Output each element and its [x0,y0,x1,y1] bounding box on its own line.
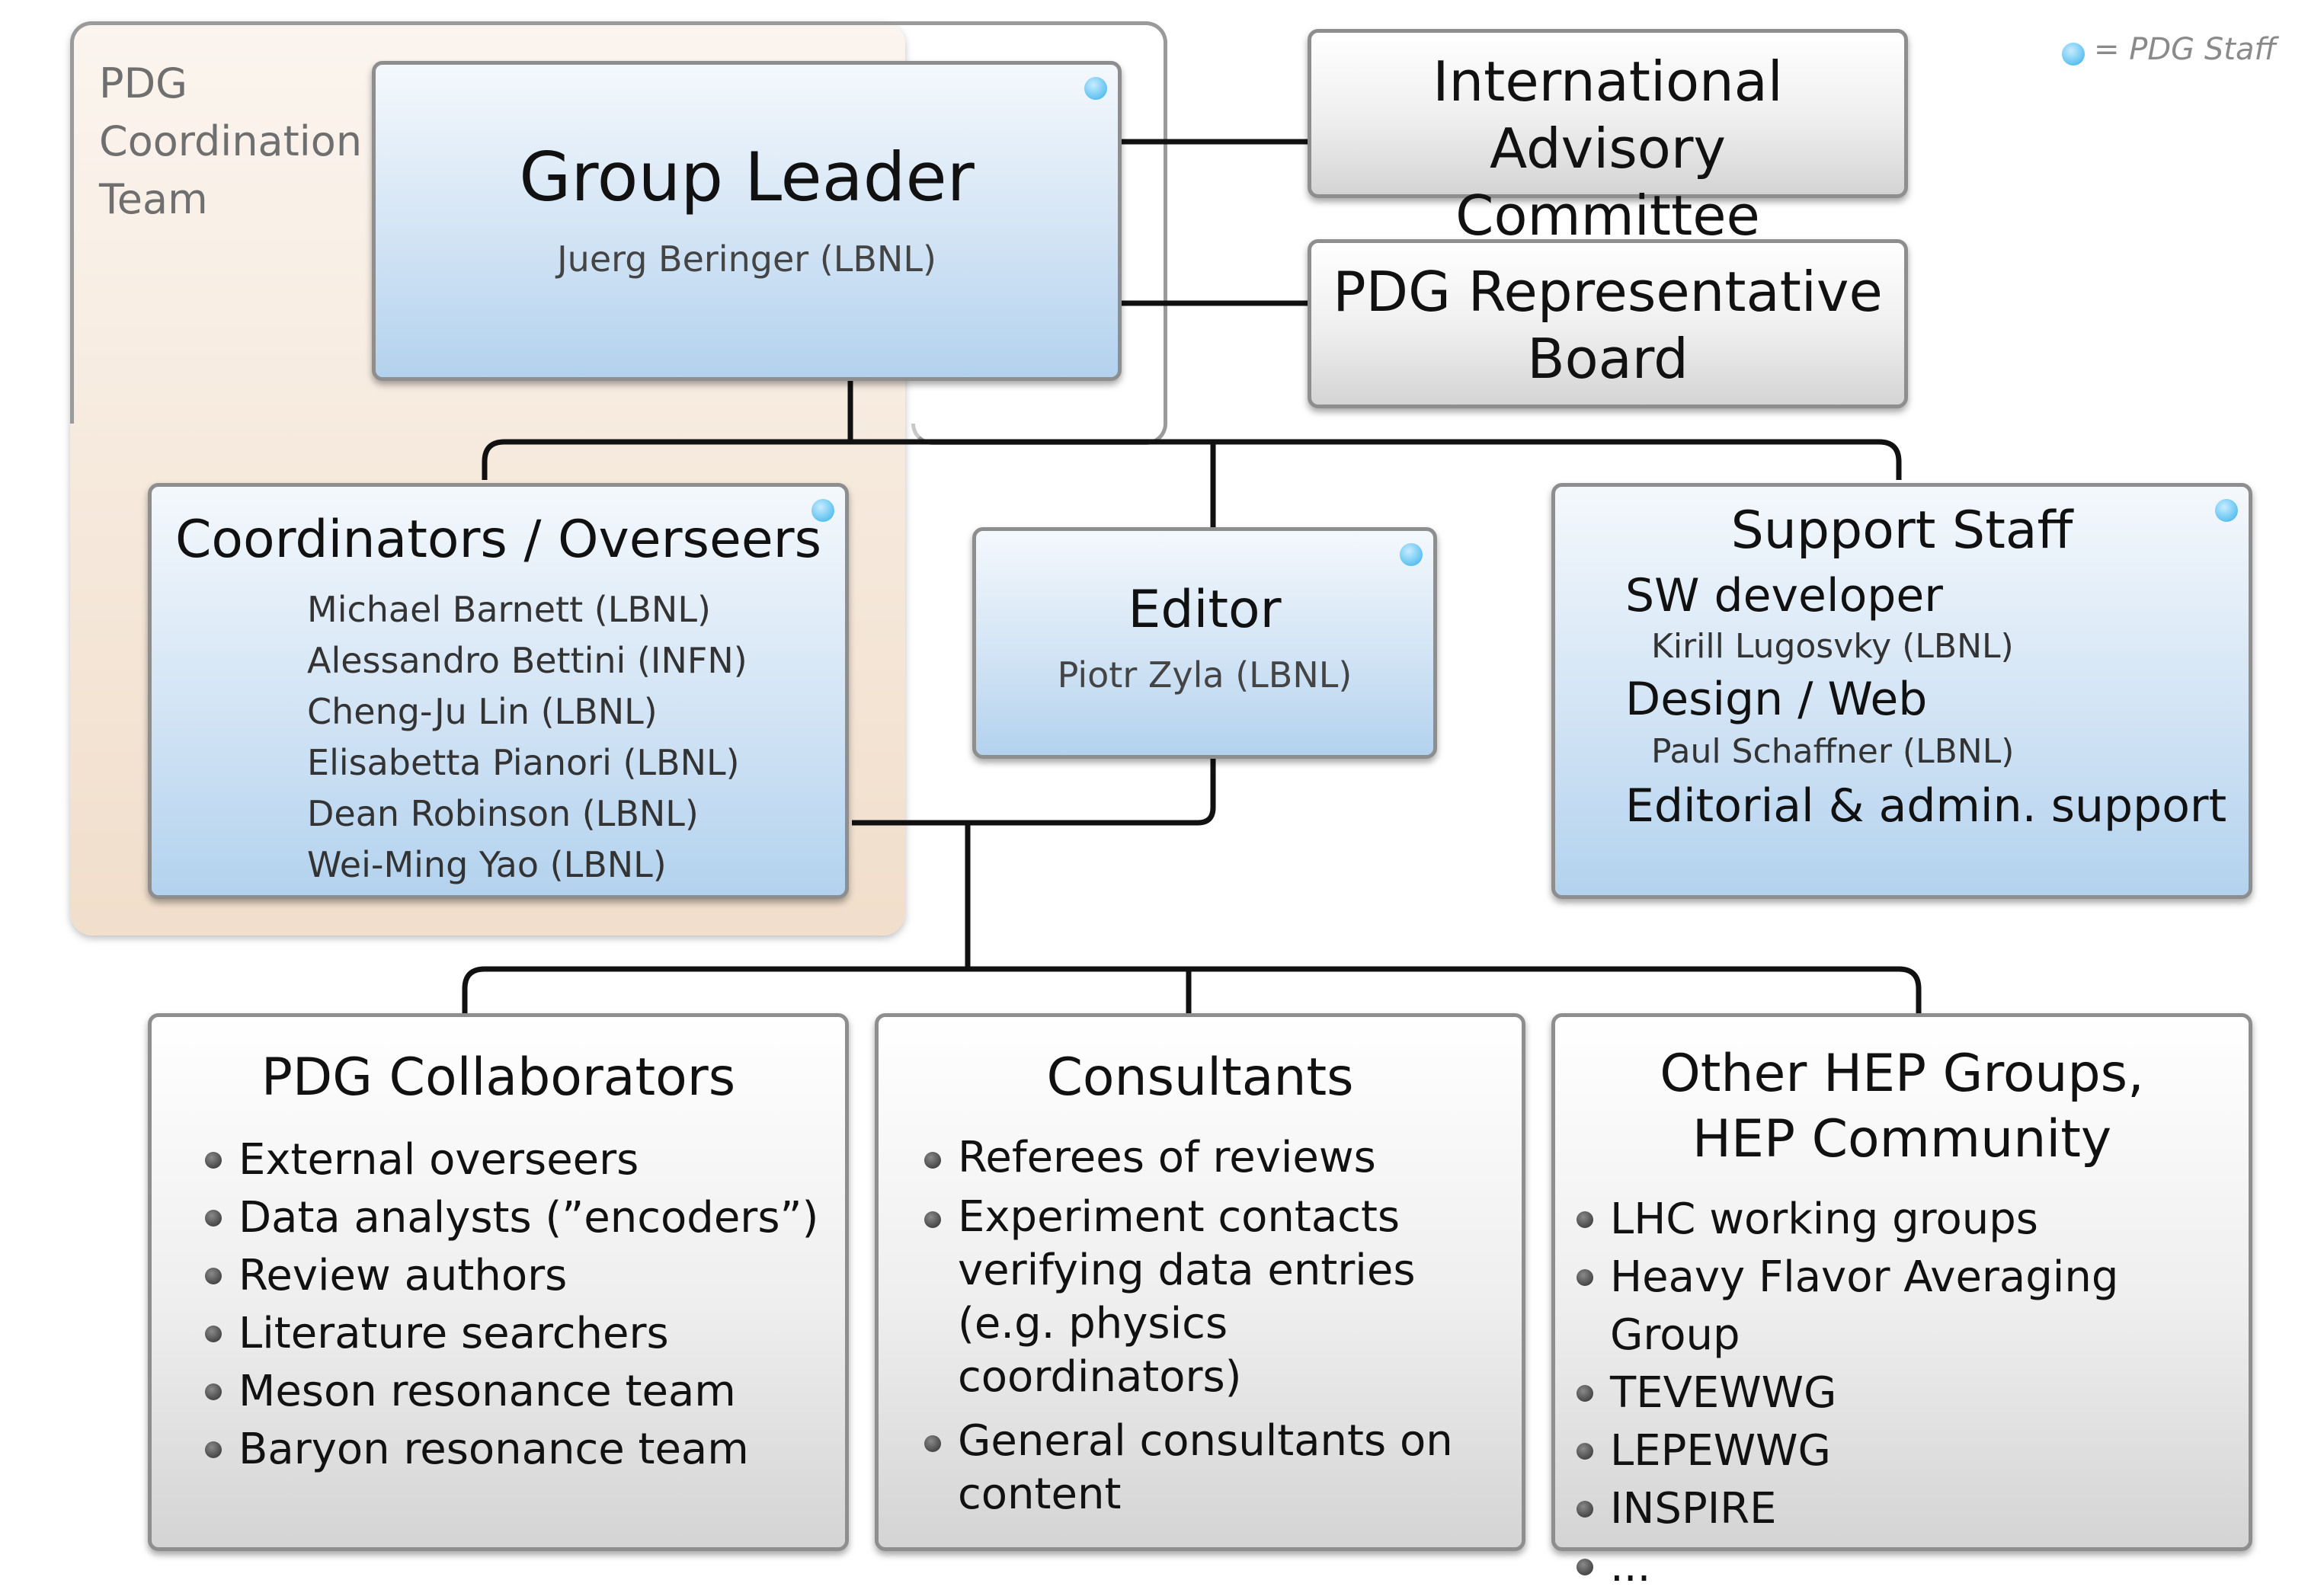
coordination-team-label: PDG Coordination Team [99,59,363,223]
bottom-branch-line [462,966,1922,1013]
hep-group-item: LEPEWWG [1577,1422,2247,1480]
design-web-role: Design / Web [1625,673,1928,726]
advisory-committee-box: International Advisory Committee [1308,29,1908,248]
representative-board-box: PDG Representative Board [1308,239,1908,408]
consultants-box: Consultants Referees of reviews Experime… [875,1013,1525,1551]
staff-indicator-icon [2215,499,2238,522]
consultant-item: Referees of reviews [924,1131,1519,1185]
editor-name: Piotr Zyla (LBNL) [1057,654,1352,696]
collaborator-item: Review authors [205,1247,837,1305]
coordinator-member: Wei-Ming Yao (LBNL) [307,844,667,885]
editor-box: Editor Piotr Zyla (LBNL) [972,527,1437,759]
hep-group-item: INSPIRE [1577,1480,2247,1538]
staff-indicator-icon [1084,77,1107,100]
coordinators-box: Coordinators / Overseers Michael Barnett… [148,483,849,899]
legend-text: = PDG Staff [2094,32,2277,67]
consultants-title: Consultants [1046,1047,1354,1108]
collaborator-item: Meson resonance team [205,1363,837,1421]
sw-developer-name: Kirill Lugosvky (LBNL) [1651,627,2014,666]
hep-group-item: TEVEWWG [1577,1364,2247,1422]
coordinators-join-line [852,820,971,969]
collaborator-item: Data analysts (”encoders”) [205,1189,837,1247]
support-staff-title: Support Staff [1730,501,2073,561]
coordinator-member: Cheng-Ju Lin (LBNL) [307,691,658,732]
sw-developer-role: SW developer [1625,569,1943,622]
representative-board-title-line2: Board [1527,327,1689,391]
hep-group-item: LHC working groups [1577,1191,2247,1249]
group-leader-box: Group Leader Juerg Beringer (LBNL) [372,61,1122,381]
staff-indicator-icon [811,499,834,522]
group-leader-title: Group Leader [519,138,975,216]
coordinator-member: Michael Barnett (LBNL) [307,589,711,630]
top-branch-line [482,439,1902,480]
group-leader-name: Juerg Beringer (LBNL) [557,238,936,280]
representative-board-title-line1: PDG Representative [1333,260,1883,324]
coordinator-member: Elisabetta Pianori (LBNL) [307,742,740,783]
collaborator-item: Literature searchers [205,1305,837,1363]
collaborator-item: External overseers [205,1131,837,1189]
hep-groups-title-line1: Other HEP Groups, [1660,1044,2144,1104]
consultant-item: Experiment contacts verifying data entri… [924,1191,1519,1404]
editorial-support: Editorial & admin. support [1625,779,2227,833]
coordinator-member: Alessandro Bettini (INFN) [307,640,747,681]
collaborators-title: PDG Collaborators [261,1047,736,1108]
collaborator-item: Baryon resonance team [205,1421,837,1479]
design-web-name: Paul Schaffner (LBNL) [1651,732,2015,771]
coordinators-title: Coordinators / Overseers [174,510,822,570]
hep-group-item: ... [1577,1538,2247,1596]
advisory-committee-title-line2: Committee [1455,184,1760,248]
hep-group-item: Heavy Flavor Averaging Group [1577,1249,2247,1364]
coordinator-member: Dean Robinson (LBNL) [307,793,699,834]
hep-groups-box: Other HEP Groups, HEP Community LHC work… [1551,1013,2252,1591]
editor-title: Editor [1128,580,1282,640]
hep-groups-title-line2: HEP Community [1692,1109,2112,1169]
advisory-committee-title-line1: International Advisory [1432,50,1783,181]
collaborators-box: PDG Collaborators External overseers Dat… [148,1013,849,1551]
support-staff-box: Support Staff SW developer Kirill Lugosv… [1551,483,2252,899]
staff-indicator-icon [1400,543,1423,566]
legend-staff-icon [2062,43,2085,66]
consultant-item: General consultants on content [924,1415,1519,1521]
editor-down-line [852,758,1216,826]
